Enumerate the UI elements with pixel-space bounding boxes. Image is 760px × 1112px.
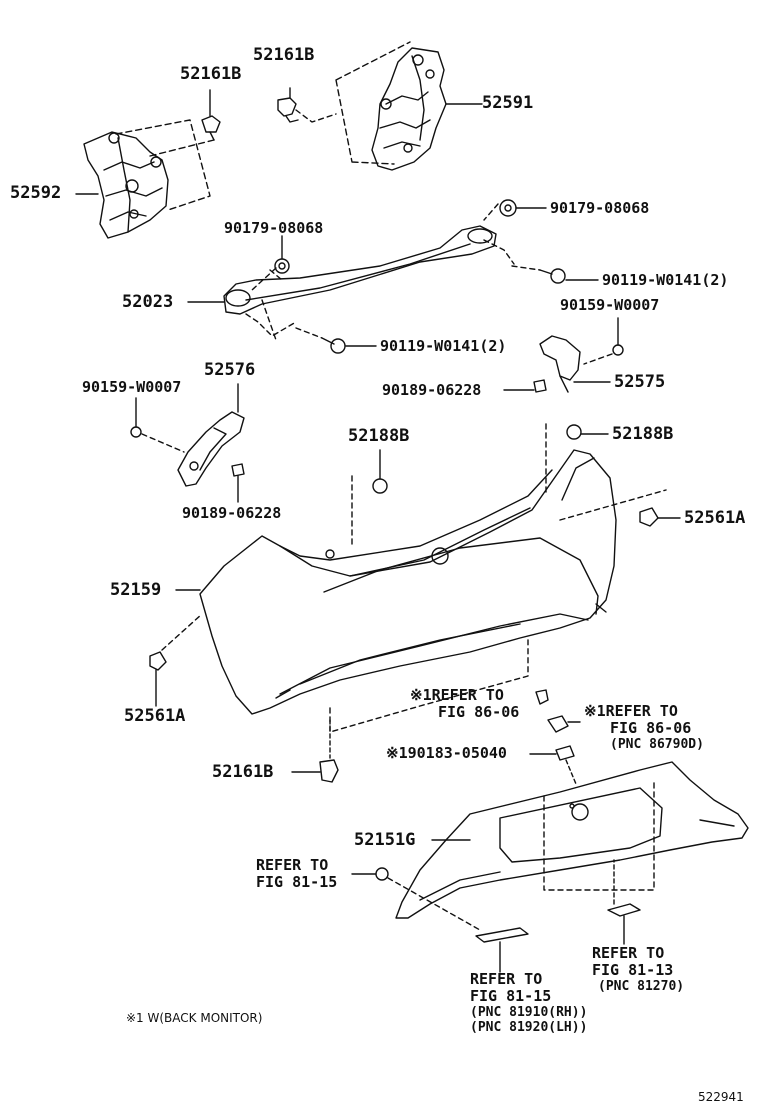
label-90189-left: 90189-06228 [182, 504, 282, 522]
bolt-90119-mid [321, 337, 346, 354]
reflector-81910 [475, 927, 529, 943]
label-90183: ※190183-05040 [386, 744, 507, 762]
label-52576: 52576 [204, 360, 256, 380]
clip-52188B-left [372, 478, 388, 494]
clip-52161B-left [201, 115, 221, 141]
label-90179-left: 90179-08068 [224, 219, 324, 237]
label-52159: 52159 [110, 580, 162, 600]
clip-52161B-top [277, 97, 299, 123]
label-90159-left: 90159-W0007 [82, 378, 182, 396]
52591-dash [335, 41, 411, 165]
label-52591: 52591 [482, 93, 534, 113]
label-52575: 52575 [614, 372, 666, 392]
label-52161B-left: 52161B [180, 64, 242, 84]
refer-fig-86-06-b: ※1REFER TO FIG 86-06 (PNC 86790D) [584, 702, 704, 752]
part-52151G-lower-cover [395, 761, 749, 919]
label-90119-right: 90119-W0141(2) [602, 271, 729, 289]
clip-52561A-right [639, 507, 659, 527]
nut-90183 [555, 745, 575, 761]
clip-52161B-bottom [319, 759, 339, 783]
label-90159-right: 90159-W0007 [560, 296, 660, 314]
label-52561A-left: 52561A [124, 706, 186, 726]
label-52161B-bottom: 52161B [212, 762, 274, 782]
part-52591-bracket [371, 47, 447, 171]
label-52151G: 52151G [354, 830, 416, 850]
clip-52188B-right [566, 424, 582, 440]
diagram-id: 522941 [698, 1090, 744, 1104]
camera-clip-b [547, 715, 569, 733]
label-52592: 52592 [10, 183, 62, 203]
refer-fig-81-15-a: REFER TO FIG 81-15 [256, 856, 338, 891]
bolt-90119-right [539, 268, 566, 284]
refer-fig-81-15-b: REFER TO FIG 81-15 (PNC 81910(RH)) (PNC … [470, 970, 588, 1035]
clip-90189-right [533, 379, 547, 393]
clip-90189-left [231, 463, 245, 477]
label-52023: 52023 [122, 292, 174, 312]
part-52159-bumper-cover [199, 449, 617, 715]
label-52561A-right: 52561A [684, 508, 746, 528]
nut-90179-left [274, 258, 290, 274]
label-90179-right: 90179-08068 [550, 199, 650, 217]
part-52575-bracket [539, 335, 581, 393]
refer-fig-86-06-a: ※1REFER TO FIG 86-06 [410, 686, 520, 721]
part-52592-bracket [83, 131, 169, 239]
part-52576-bracket [177, 411, 245, 487]
label-52188B-right: 52188B [612, 424, 674, 444]
clip-90159-right [612, 344, 624, 356]
label-90189-right: 90189-06228 [382, 381, 482, 399]
label-52188B-left: 52188B [348, 426, 410, 446]
camera-clip-a [535, 689, 549, 705]
lamp-81270 [607, 903, 641, 917]
clip-90159-left [130, 426, 142, 438]
label-90119-mid: 90119-W0141(2) [380, 337, 507, 355]
refer-fig-81-13: REFER TO FIG 81-13 (PNC 81270) [592, 944, 685, 994]
part-52023-rail [223, 225, 497, 315]
label-52161B-top: 52161B [253, 45, 315, 65]
footnote: ※1 W(BACK MONITOR) [126, 1011, 263, 1025]
cap-refer-81-15 [375, 867, 389, 881]
clip-52561A-left [149, 651, 167, 671]
nut-90179-right [499, 199, 517, 217]
